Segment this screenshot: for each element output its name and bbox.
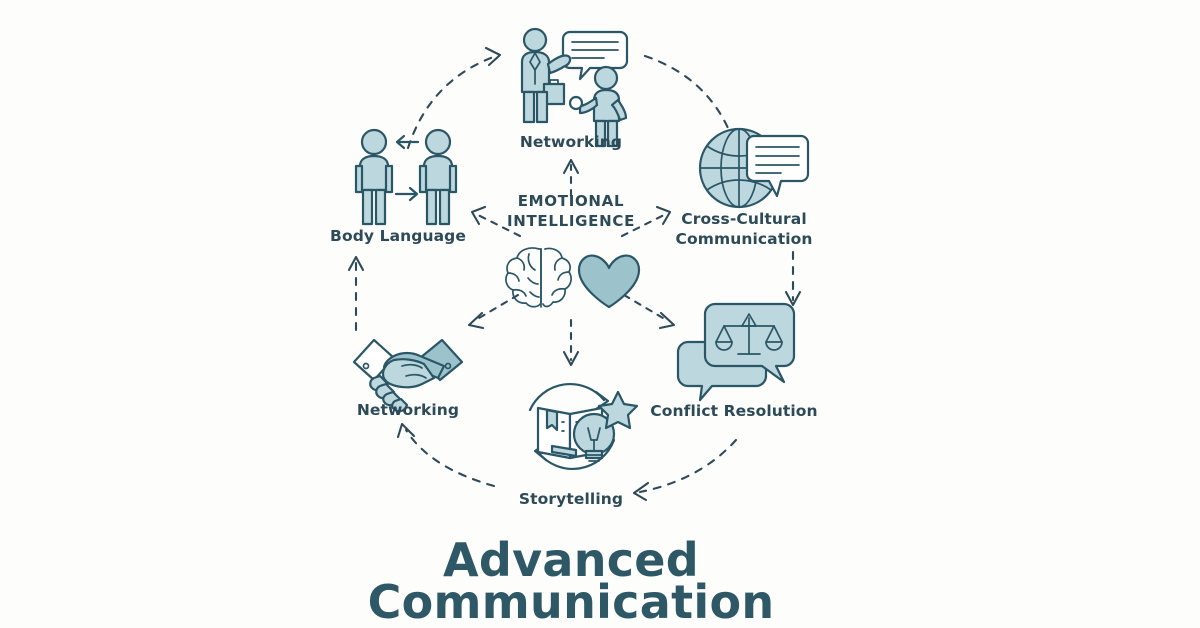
arc-bodylanguage-to-networking xyxy=(406,46,502,150)
node-label-crosscultural-line1: Cross-Cultural xyxy=(681,210,807,228)
center-label-line1: EMOTIONAL xyxy=(518,192,625,210)
brain-heart-icon xyxy=(505,247,641,309)
page-title: Advanced Communication xyxy=(368,533,775,628)
title-line1: Advanced xyxy=(443,533,699,587)
node-storytelling[interactable]: Storytelling xyxy=(519,383,639,508)
radial-to-networking-top xyxy=(562,158,580,198)
radial-to-conflict xyxy=(622,293,676,330)
node-label-crosscultural-line2: Communication xyxy=(675,230,812,248)
node-label-conflict-resolution: Conflict Resolution xyxy=(650,402,817,420)
radial-to-storytelling xyxy=(562,318,580,367)
two-figures-arrows-icon xyxy=(354,128,458,226)
node-conflict-resolution[interactable]: Conflict Resolution xyxy=(650,302,818,420)
node-cross-cultural-communication[interactable]: Cross-Cultural Communication xyxy=(675,127,812,248)
arc-storytelling-to-networking xyxy=(396,422,496,488)
book-lightbulb-star-icon xyxy=(528,383,639,470)
handshake-icon xyxy=(352,338,464,413)
arc-crosscultural-to-conflict xyxy=(784,250,802,307)
node-networking-bottom-left[interactable]: Networking xyxy=(352,338,464,419)
two-people-speech-bubble-icon xyxy=(520,27,629,148)
node-label-networking-top: Networking xyxy=(520,133,622,151)
title-line2: Communication xyxy=(368,575,775,628)
node-networking-top[interactable]: Networking xyxy=(520,27,629,151)
radial-to-bodylanguage xyxy=(470,205,522,238)
node-label-body-language: Body Language xyxy=(330,227,466,245)
radial-to-networking-bottomleft xyxy=(467,293,520,330)
radial-connectors xyxy=(467,158,676,367)
arc-conflict-to-storytelling xyxy=(632,438,738,502)
globe-speech-bubble-icon xyxy=(698,127,810,209)
node-body-language[interactable]: Body Language xyxy=(330,128,466,245)
radial-to-crosscultural xyxy=(620,205,672,238)
arc-networking-to-bodylanguage xyxy=(347,255,365,332)
node-label-networking-bottom-left: Networking xyxy=(357,401,459,419)
speech-bubbles-scales-icon xyxy=(676,302,796,402)
center-label-line2: INTELLIGENCE xyxy=(507,212,635,230)
node-label-storytelling: Storytelling xyxy=(519,490,623,508)
outer-ring-connectors xyxy=(347,46,802,502)
center-node[interactable]: EMOTIONAL INTELLIGENCE xyxy=(505,192,641,309)
